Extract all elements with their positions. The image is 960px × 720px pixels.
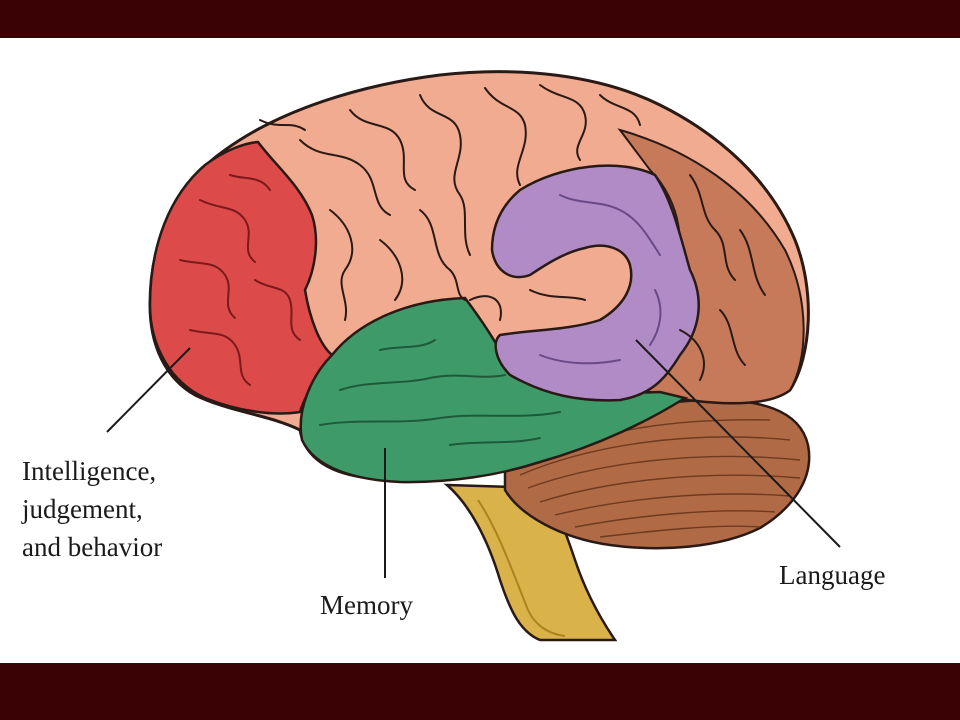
language-folds	[539, 194, 662, 365]
leader-line-language	[635, 339, 841, 548]
label-frontal-line-2: judgement,	[22, 494, 143, 524]
temporal-lobe	[299, 296, 689, 484]
label-language: Language	[779, 560, 886, 590]
label-frontal-line-1: Intelligence,	[22, 456, 157, 486]
top-frame-band	[0, 0, 960, 38]
frontal-folds	[179, 174, 301, 386]
language-area	[490, 164, 700, 402]
label-memory: Memory	[320, 590, 413, 620]
bottom-frame-band	[0, 663, 960, 720]
frontal-lobe	[148, 140, 334, 415]
cortex-sulci	[259, 84, 766, 381]
brainstem-shading	[477, 499, 566, 637]
leader-line-frontal	[106, 347, 191, 433]
temporal-folds	[319, 339, 561, 446]
label-intelligence-judgement-behavior: Intelligence, judgement, and behavior	[22, 452, 162, 566]
label-frontal-line-3: and behavior	[22, 532, 163, 562]
